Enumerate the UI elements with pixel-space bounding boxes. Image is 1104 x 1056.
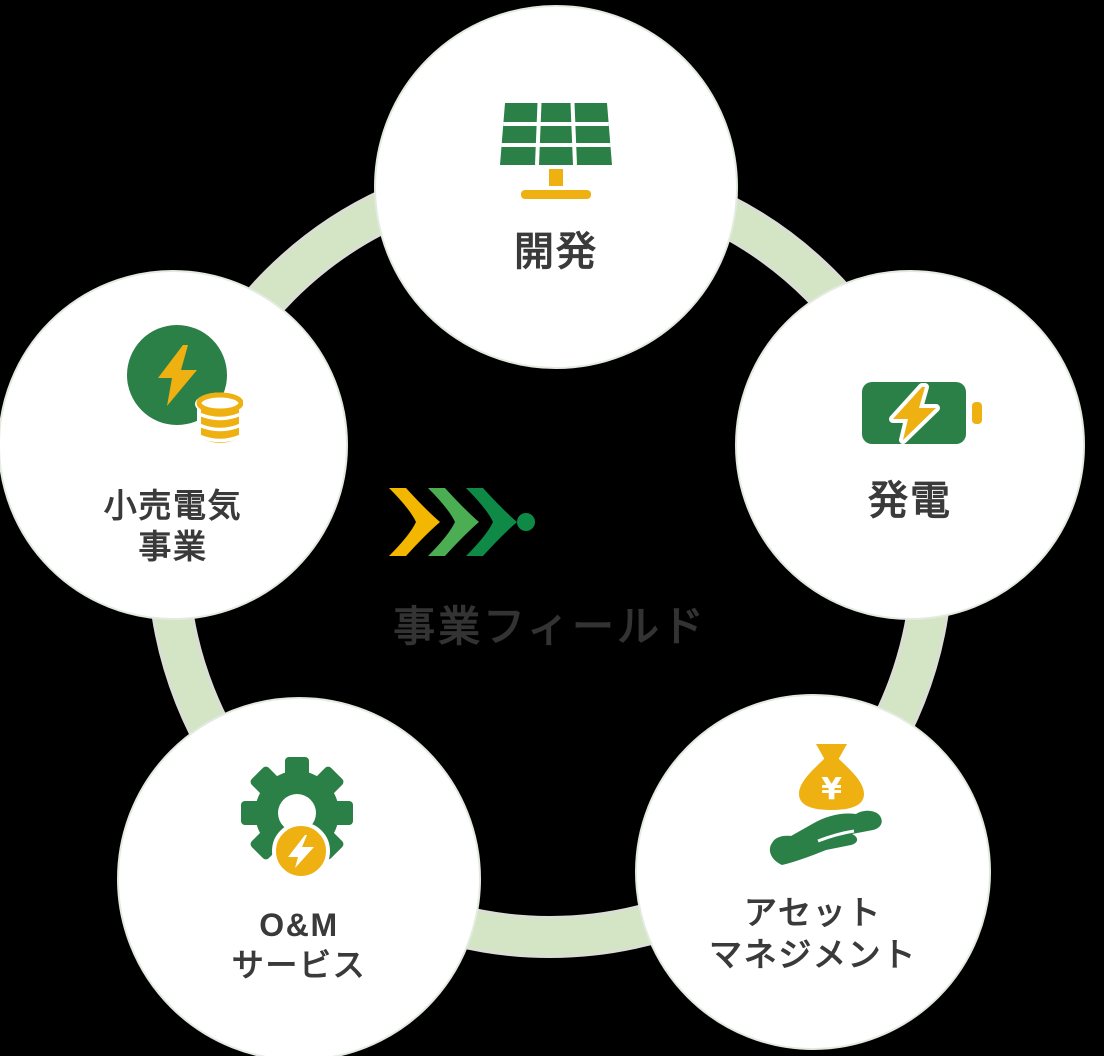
node-om-service: O&M サービス xyxy=(117,697,481,1056)
node-label-asset-management: アセット マネジメント xyxy=(637,892,989,976)
money-bag-hand-icon: ¥ xyxy=(769,744,882,865)
label-line: 事業 xyxy=(138,528,208,565)
lightning-coins-icon xyxy=(127,325,243,447)
label-line: 発電 xyxy=(868,479,952,523)
triple-chevron-icon xyxy=(389,488,535,556)
node-asset-management: ¥ アセット マネジメント xyxy=(635,694,991,1050)
label-line: サービス xyxy=(231,947,367,983)
node-development: 開発 xyxy=(374,5,738,369)
node-label-power-generation: 発電 xyxy=(737,468,1083,526)
label-line: マネジメント xyxy=(709,936,917,973)
node-label-om-service: O&M サービス xyxy=(119,905,479,985)
label-line: O&M xyxy=(259,907,339,943)
solar-panel-icon xyxy=(500,103,612,199)
node-retail-electricity: 小売電気 事業 xyxy=(0,270,348,620)
label-line: 開発 xyxy=(514,230,598,274)
node-power-generation: 発電 xyxy=(735,270,1085,620)
node-label-retail-electricity: 小売電気 事業 xyxy=(0,485,346,567)
battery-charging-icon xyxy=(862,382,982,444)
label-line: 小売電気 xyxy=(103,487,243,524)
label-line: アセット xyxy=(744,894,882,931)
center-title: 事業フィールド xyxy=(393,603,707,650)
gear-lightning-icon xyxy=(241,757,353,880)
node-label-development: 開発 xyxy=(376,219,736,277)
svg-text:¥: ¥ xyxy=(821,772,842,807)
